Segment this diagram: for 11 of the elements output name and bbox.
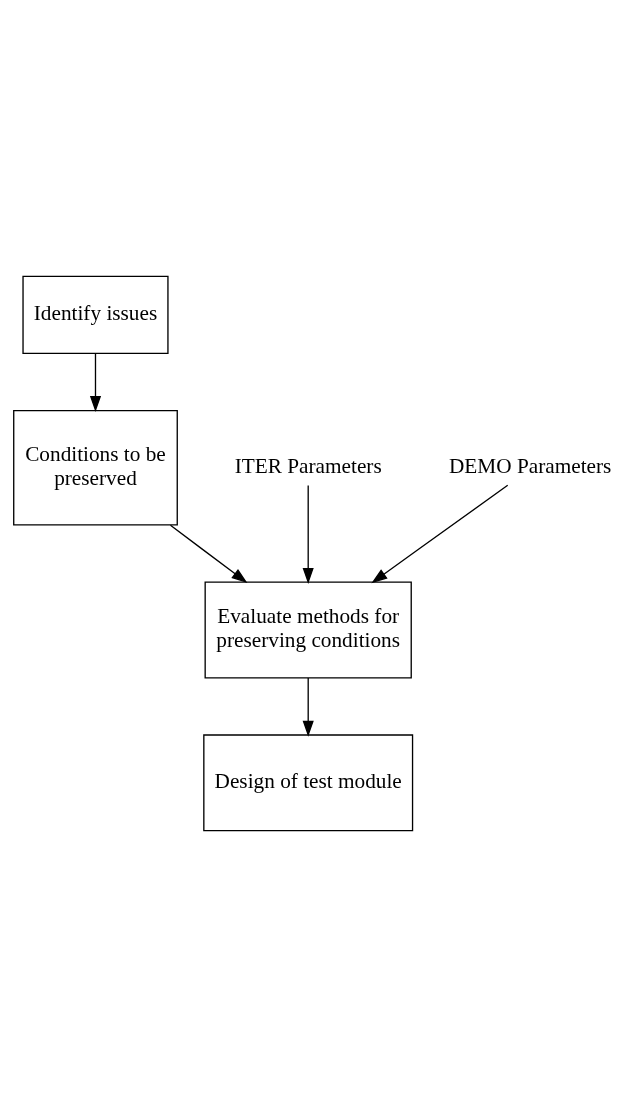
node-box: Identify issues — [22, 275, 169, 354]
arrow — [371, 484, 509, 583]
node-box: Evaluate methods for preserving conditions — [204, 580, 412, 678]
arrow — [169, 524, 248, 583]
arrow — [89, 352, 102, 412]
node-text: ITER Parameters — [234, 453, 382, 478]
arrow — [302, 484, 314, 584]
arrow — [302, 676, 314, 737]
node-box: Conditions to be preserved — [13, 409, 178, 526]
node-box: Design of test module — [203, 733, 414, 831]
node-text: DEMO Parameters — [449, 453, 612, 478]
